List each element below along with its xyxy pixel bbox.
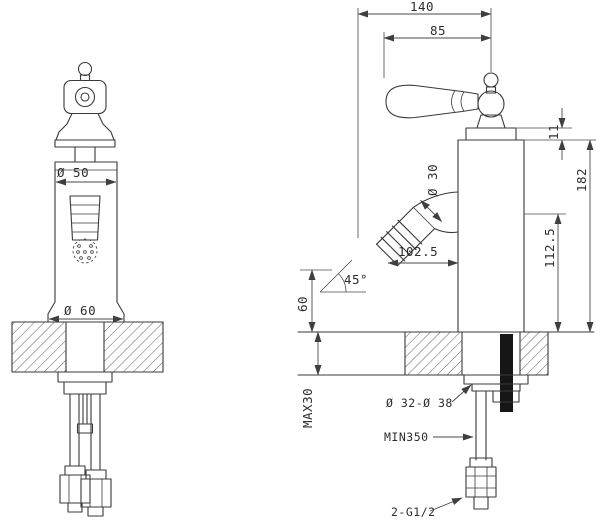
label-hose-length: MIN350	[384, 430, 474, 444]
front-dia-top-label: Ø 50	[57, 165, 89, 180]
side-handle	[385, 72, 506, 129]
front-supply-hoses	[57, 371, 113, 517]
body-height-label: 182	[574, 168, 589, 192]
outlet-height-label: 112.5	[542, 228, 557, 268]
side-body	[457, 127, 525, 333]
connection-label: 2-G1/2	[391, 505, 436, 519]
label-hole-dia: Ø 32-Ø 38	[386, 384, 472, 410]
dim-spout-dia: Ø 30	[420, 164, 443, 222]
side-mounting-hardware	[463, 334, 529, 510]
dim-spout-reach: 102.5	[387, 244, 459, 267]
dim-body-height: 182	[574, 139, 594, 333]
hose-length-label: MIN350	[384, 430, 429, 444]
front-view: Ø 50 Ø 60	[11, 61, 164, 517]
threaded-stud-section	[500, 334, 513, 412]
side-view: Ø 30 102.5 45° 60 140 85	[295, 0, 596, 519]
front-body	[47, 161, 125, 323]
dim-deck-thickness: MAX30	[300, 331, 322, 428]
side-spout	[376, 191, 459, 266]
label-connection: 2-G1/2	[391, 497, 463, 519]
dim-front-dia-top: Ø 50	[55, 165, 117, 186]
cap-height-label: 11	[546, 124, 561, 140]
spout-height-label: 60	[295, 296, 310, 312]
width-total-label: 140	[410, 0, 434, 14]
dim-front-dia-base: Ø 60	[48, 303, 124, 323]
side-countertop	[297, 331, 595, 376]
spout-dia-label: Ø 30	[425, 164, 440, 196]
front-countertop	[11, 321, 164, 373]
dim-spout-angle: 45°	[319, 259, 368, 293]
front-aerator	[69, 195, 101, 264]
dim-spout-height: 60	[295, 269, 332, 333]
dim-width-handle: 85	[383, 23, 492, 78]
dim-outlet-height: 112.5	[524, 213, 566, 333]
spout-angle-label: 45°	[344, 272, 368, 287]
front-dia-base-label: Ø 60	[64, 303, 96, 318]
front-handle	[54, 61, 116, 163]
spout-reach-label: 102.5	[398, 244, 438, 259]
deck-thickness-label: MAX30	[300, 388, 315, 428]
width-handle-label: 85	[430, 23, 446, 38]
dim-width-total: 140	[357, 0, 492, 238]
dim-cap-height: 11	[516, 108, 596, 160]
hole-dia-label: Ø 32-Ø 38	[386, 396, 453, 410]
